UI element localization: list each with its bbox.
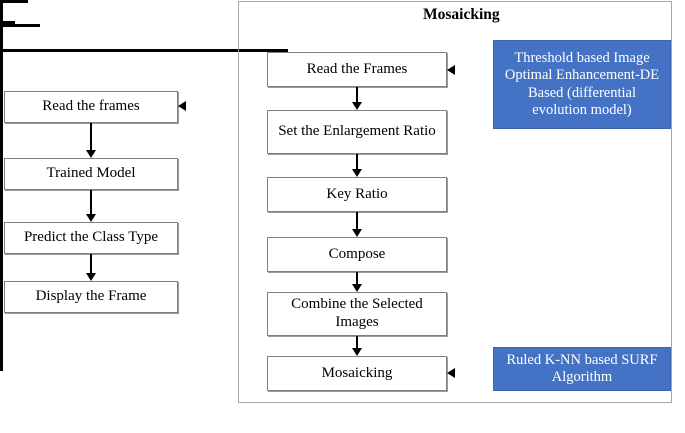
arrowhead-left-3: [86, 273, 96, 281]
connector-annotation2-h: [0, 24, 40, 27]
mosaicking-step-set-the-enlargement-ratio[interactable]: Set the Enlargement Ratio: [267, 110, 447, 154]
connector-left-3: [90, 254, 92, 273]
connector-annotation1-h2: [0, 21, 15, 24]
connector-mosaicking-3: [356, 212, 358, 229]
left-step-trained-model[interactable]: Trained Model: [4, 158, 178, 190]
connector-mosaicking-5: [356, 336, 358, 348]
arrowhead-mosaicking-5: [352, 348, 362, 356]
mosaicking-step-compose[interactable]: Compose: [267, 237, 447, 272]
mosaicking-step-combine-the-selected-images[interactable]: Combine the Selected Images: [267, 292, 447, 336]
connector-left-2: [90, 190, 92, 214]
arrowhead-mosaicking-1: [352, 102, 362, 110]
connector-mosaicking-1: [356, 87, 358, 102]
mosaicking-step-read-the-frames[interactable]: Read the Frames: [267, 52, 447, 87]
annotation-threshold-based-image-optimal-enhancement[interactable]: Threshold based Image Optimal Enhancemen…: [493, 40, 671, 129]
connector-annotation1-v: [0, 3, 3, 21]
arrowhead-mosaicking-4: [352, 284, 362, 292]
connector-annotation1-h1: [0, 0, 28, 3]
connector-left-1: [90, 123, 92, 150]
left-step-display-the-frame[interactable]: Display the Frame: [4, 281, 178, 313]
feedback-loop-right-vertical: [0, 27, 3, 49]
feedback-loop-left-vertical: [0, 52, 3, 371]
arrowhead-mosaicking-3: [352, 229, 362, 237]
connector-mosaicking-4: [356, 272, 358, 284]
mosaicking-step-key-ratio[interactable]: Key Ratio: [267, 177, 447, 212]
arrowhead-left-1: [86, 150, 96, 158]
arrowhead-feedback-loop: [178, 101, 186, 111]
left-step-predict-the-class-type[interactable]: Predict the Class Type: [4, 222, 178, 254]
connector-mosaicking-2: [356, 154, 358, 169]
arrowhead-left-2: [86, 214, 96, 222]
arrowhead-annotation1: [447, 65, 455, 75]
annotation-ruled-knn-based-surf-algorithm[interactable]: Ruled K-NN based SURF Algorithm: [493, 347, 671, 391]
left-step-read-the-frames[interactable]: Read the frames: [4, 91, 178, 123]
arrowhead-annotation2: [447, 368, 455, 378]
mosaicking-group-container: [238, 1, 672, 403]
mosaicking-step-mosaicking[interactable]: Mosaicking: [267, 356, 447, 391]
arrowhead-mosaicking-2: [352, 169, 362, 177]
mosaicking-group-title: Mosaicking: [423, 6, 500, 23]
feedback-loop-bottom-horizontal: [0, 49, 288, 52]
